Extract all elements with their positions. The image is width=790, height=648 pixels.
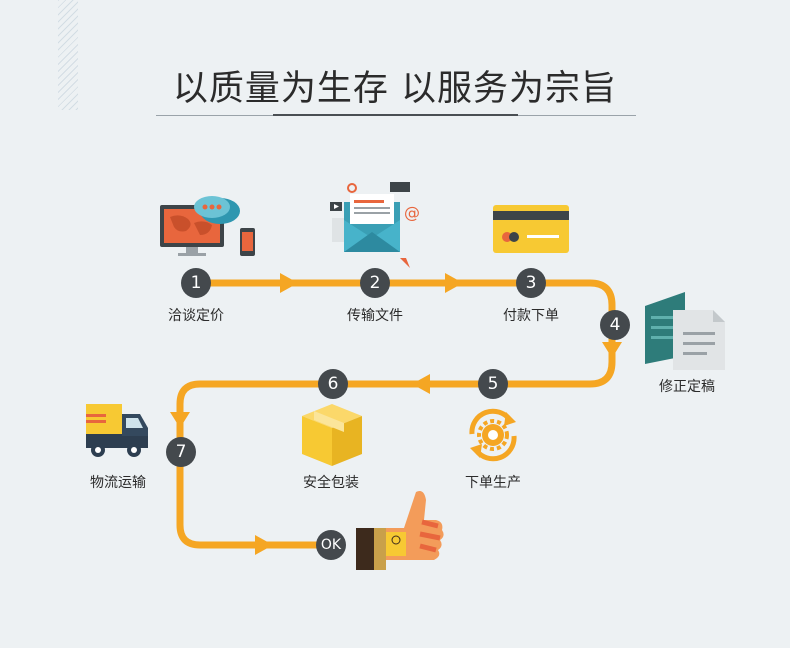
step-badge-ok: OK [316, 530, 346, 560]
step-badge-3: 3 [516, 268, 546, 298]
decorative-stripes [58, 0, 78, 110]
email-envelope-icon: @ [326, 180, 426, 270]
arrow-left-1 [412, 374, 430, 394]
arrow-right-2 [445, 273, 463, 293]
computer-chat-icon [160, 195, 260, 259]
page-title: 以质量为生存 以服务为宗旨 [172, 69, 618, 109]
package-box-icon [302, 404, 362, 466]
step-badge-5: 5 [478, 369, 508, 399]
step-label-5: 下单生产 [465, 475, 521, 491]
step-label-6: 安全包装 [303, 475, 359, 491]
step-badge-2: 2 [360, 268, 390, 298]
step-label-2: 传输文件 [347, 308, 403, 324]
step-label-4: 修正定稿 [659, 379, 715, 395]
step-badge-4: 4 [600, 310, 630, 340]
arrow-right-1 [280, 273, 298, 293]
credit-card-icon [493, 205, 569, 253]
title-divider-accent [273, 114, 518, 116]
delivery-truck-icon [86, 404, 150, 460]
gear-cycle-icon [462, 404, 524, 466]
arrow-down-1 [602, 342, 622, 358]
thumbs-up-icon [356, 488, 446, 570]
arrow-down-2 [170, 412, 190, 428]
step-badge-1: 1 [181, 268, 211, 298]
step-label-1: 洽谈定价 [168, 308, 224, 324]
step-badge-6: 6 [318, 369, 348, 399]
document-stack-icon [645, 292, 730, 370]
arrow-right-3 [255, 535, 273, 555]
step-label-3: 付款下单 [503, 308, 559, 324]
svg-text:@: @ [404, 203, 420, 222]
step-label-7: 物流运输 [90, 475, 146, 491]
step-badge-7: 7 [166, 437, 196, 467]
